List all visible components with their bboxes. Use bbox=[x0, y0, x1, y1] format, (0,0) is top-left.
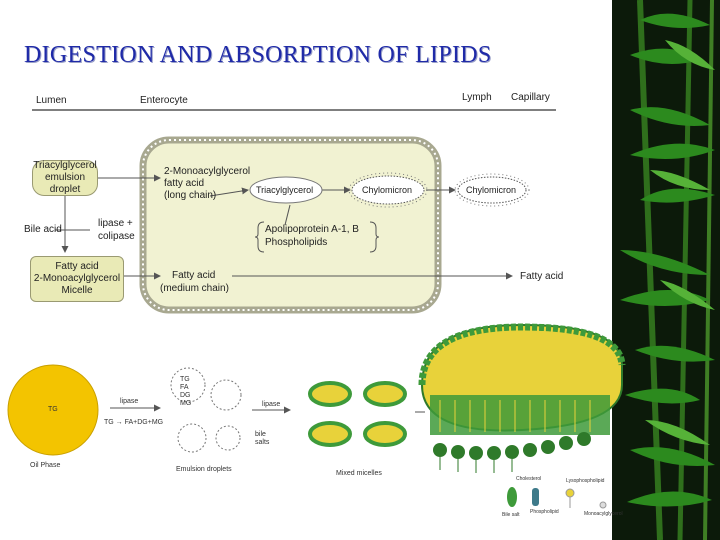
emulsion-droplets-label: Emulsion droplets bbox=[176, 466, 232, 473]
emulsion-droplet-box: Triacylglycerol emulsion droplet bbox=[32, 160, 98, 196]
lumen-header: Lumen bbox=[36, 95, 67, 106]
emulsion-line1: Triacylglycerol bbox=[33, 160, 97, 171]
tg-label: TG bbox=[48, 406, 58, 413]
micelle-line2: 2-Monoacylglycerol bbox=[33, 273, 121, 284]
lipase1-label: lipase bbox=[120, 398, 139, 405]
fatty-acid-out-label: Fatty acid bbox=[520, 271, 564, 282]
triacylglycerol-oval bbox=[249, 176, 323, 204]
lipase-label: lipase + bbox=[98, 218, 133, 229]
chylomicron-inner-shape bbox=[348, 172, 428, 208]
long-chain-line1: 2-Monoacylglycerol bbox=[164, 166, 251, 177]
legend-monoacylglycerol: Monoacylglycerol bbox=[584, 511, 623, 517]
chylomicron-lymph-label: Chylomicron bbox=[466, 185, 517, 195]
lymph-header: Lymph bbox=[462, 92, 492, 103]
capillary-header: Capillary bbox=[511, 92, 550, 103]
chylomicron-lymph-shape bbox=[454, 173, 530, 207]
micelle-line1: Fatty acid bbox=[55, 261, 99, 272]
mixed-micelles bbox=[308, 381, 407, 447]
micelle-line3: Micelle bbox=[61, 285, 93, 296]
long-chain-line2: fatty acid bbox=[164, 178, 205, 189]
reaction-label: TG → FA+DG+MG bbox=[104, 419, 164, 426]
legend-lysophospholipid: Lysophospholipid bbox=[566, 478, 605, 484]
chylomicron-inner-label: Chylomicron bbox=[362, 185, 413, 195]
legend-bile-salt: Bile salt bbox=[502, 512, 520, 518]
oil-phase-label: Oil Phase bbox=[30, 462, 61, 469]
medium-chain-line1: Fatty acid bbox=[172, 270, 216, 281]
long-chain-line3: (long chain) bbox=[164, 190, 217, 201]
bamboo-decoration bbox=[612, 0, 720, 540]
lipid-bilayer-illustration bbox=[418, 323, 626, 473]
droplet-dg: DG bbox=[180, 392, 191, 399]
enterocyte-header: Enterocyte bbox=[140, 95, 188, 106]
medium-chain-line2: (medium chain) bbox=[160, 283, 229, 294]
oil-drop bbox=[7, 364, 99, 456]
lipase2-label: lipase bbox=[262, 401, 281, 408]
phospholipids-label: Phospholipids bbox=[265, 237, 328, 248]
legend-phospholipid: Phospholipid bbox=[530, 509, 559, 515]
bile-acid-label: Bile acid bbox=[24, 224, 62, 235]
droplet-fa: FA bbox=[180, 384, 189, 391]
legend-icons bbox=[507, 487, 607, 509]
legend-cholesterol: Cholesterol bbox=[516, 476, 542, 482]
droplet-mg: MG bbox=[180, 400, 192, 407]
bile-salts-label: bile salts bbox=[255, 431, 270, 447]
droplet-tg: TG bbox=[180, 376, 190, 383]
slide-title: DIGESTION AND ABSORPTION OF LIPIDS bbox=[24, 42, 492, 68]
colipase-label: colipase bbox=[98, 231, 135, 242]
apolipoprotein-label: Apolipoprotein A-1, B bbox=[265, 224, 359, 235]
triacylglycerol-label: Triacylglycerol bbox=[256, 185, 314, 195]
mixed-micelles-label: Mixed micelles bbox=[336, 470, 382, 477]
emulsion-droplets bbox=[170, 367, 242, 453]
micelle-box: Fatty acid 2-Monoacylglycerol Micelle bbox=[30, 256, 124, 302]
emulsion-line2: emulsion droplet bbox=[44, 172, 86, 195]
